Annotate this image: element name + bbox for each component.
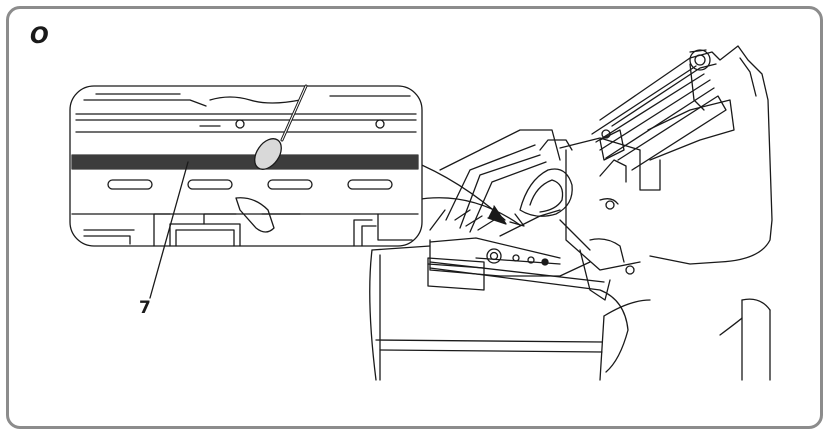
callout-cone: [409, 159, 525, 227]
callout-number: 7: [139, 298, 151, 318]
step-letter: O: [30, 24, 49, 49]
open-cover: [591, 45, 773, 265]
magnified-detail: [69, 84, 423, 299]
printer-body: [369, 129, 771, 381]
